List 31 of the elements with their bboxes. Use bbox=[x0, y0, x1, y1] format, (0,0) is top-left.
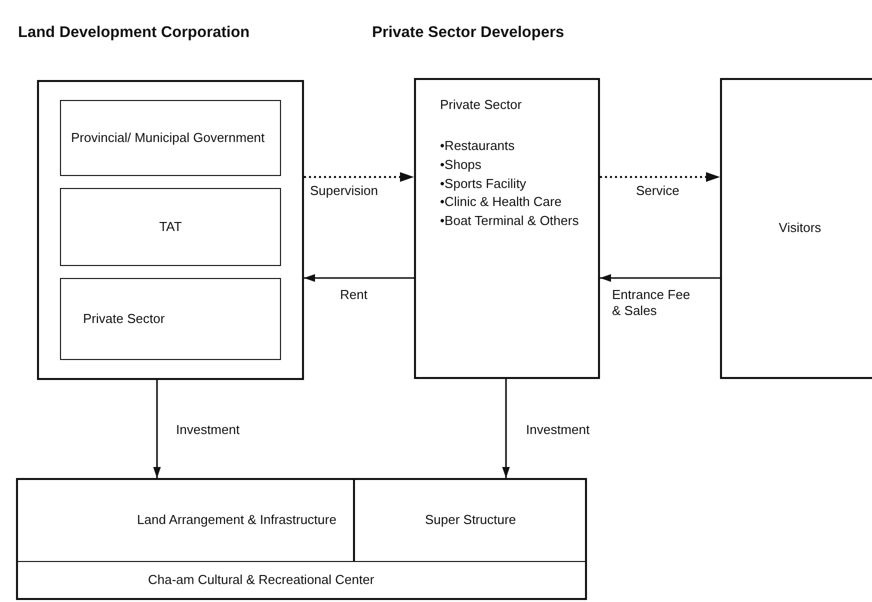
process-box bbox=[414, 78, 600, 379]
column-heading: Land Development Corporation bbox=[18, 24, 250, 42]
sub-box bbox=[16, 478, 354, 562]
arrow bbox=[600, 274, 720, 282]
sub-box bbox=[60, 278, 281, 360]
group-box bbox=[37, 80, 304, 380]
node-label: TAT bbox=[159, 218, 182, 236]
sub-box bbox=[354, 478, 587, 562]
arrow bbox=[304, 172, 414, 182]
edge-label: Supervision bbox=[310, 183, 378, 200]
node-label: Land Arrangement & Infrastructure bbox=[137, 510, 336, 529]
process-box bbox=[720, 78, 872, 379]
node-label: Private Sector bbox=[83, 310, 165, 328]
node-label: Private Sector bbox=[440, 96, 522, 114]
list-item: •Clinic & Health Care bbox=[440, 193, 562, 212]
node-label: Visitors bbox=[778, 219, 822, 238]
arrow bbox=[304, 274, 414, 282]
sub-box bbox=[60, 188, 281, 266]
list-item: •Sports Facility bbox=[440, 174, 526, 193]
process-box bbox=[16, 478, 587, 600]
list-item: •Shops bbox=[440, 156, 482, 174]
sub-box bbox=[60, 100, 281, 176]
column-heading: Private Sector Developers bbox=[372, 24, 564, 42]
arrow bbox=[600, 172, 720, 182]
list-item: •Boat Terminal & Others bbox=[440, 212, 579, 230]
arrow bbox=[502, 379, 510, 478]
node-label: Provincial/ Municipal Government bbox=[71, 128, 265, 147]
node-label: Cha-am Cultural & Recreational Center bbox=[148, 571, 374, 590]
node-label: Super Structure bbox=[424, 510, 516, 529]
arrow bbox=[153, 380, 161, 478]
list-item: •Restaurants bbox=[440, 136, 515, 155]
